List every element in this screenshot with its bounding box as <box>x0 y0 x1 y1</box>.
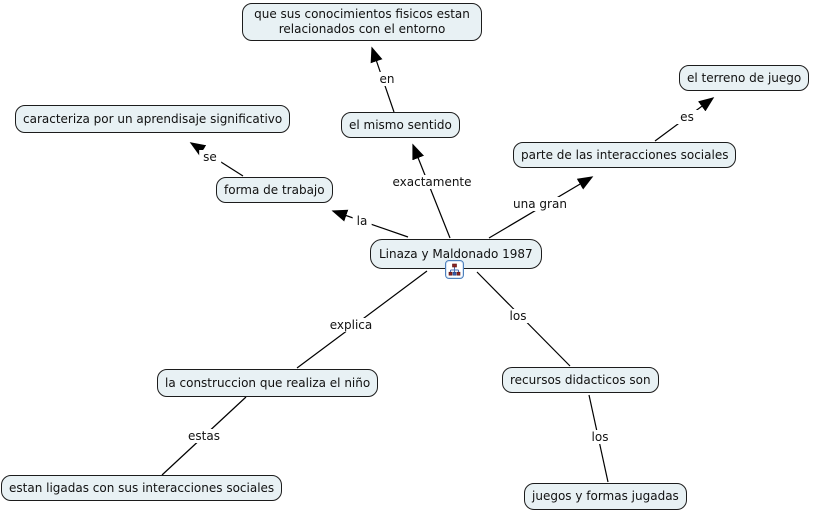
linking-phrase-los-2[interactable]: los <box>587 430 613 444</box>
concept-node-construccion[interactable]: la construccion que realiza el niño <box>157 369 379 397</box>
linking-phrase-se[interactable]: se <box>199 150 221 164</box>
concept-node-forma-trabajo[interactable]: forma de trabajo <box>216 177 333 203</box>
linking-phrase-estas[interactable]: estas <box>184 429 224 443</box>
link-line-exactamente[interactable] <box>412 143 451 239</box>
linking-phrase-es[interactable]: es <box>676 110 698 124</box>
concept-node-mismo-sentido[interactable]: el mismo sentido <box>341 112 460 138</box>
linking-phrase-en[interactable]: en <box>375 72 399 86</box>
concept-node-terreno[interactable]: el terreno de juego <box>679 65 810 91</box>
concept-node-juegos[interactable]: juegos y formas jugadas <box>524 483 687 510</box>
linking-phrase-una-gran[interactable]: una gran <box>509 197 571 211</box>
orgchart-glyph <box>448 263 461 276</box>
concept-node-ligadas[interactable]: estan ligadas con sus interacciones soci… <box>1 475 283 501</box>
linking-phrase-explica[interactable]: explica <box>325 318 377 332</box>
concept-node-recursos[interactable]: recursos didacticos son <box>502 367 659 393</box>
concept-node-interacciones[interactable]: parte de las interacciones sociales <box>513 142 737 168</box>
linking-phrase-los-1[interactable]: los <box>505 309 531 323</box>
concept-node-aprendisaje[interactable]: caracteriza por un aprendisaje significa… <box>15 105 291 133</box>
linking-phrase-la[interactable]: la <box>352 214 372 228</box>
concept-map-resource-icon[interactable] <box>445 260 464 279</box>
concept-node-entorno[interactable]: que sus conocimientos fisicos estan rela… <box>242 3 482 41</box>
linking-phrase-exactamente[interactable]: exactamente <box>388 175 476 189</box>
